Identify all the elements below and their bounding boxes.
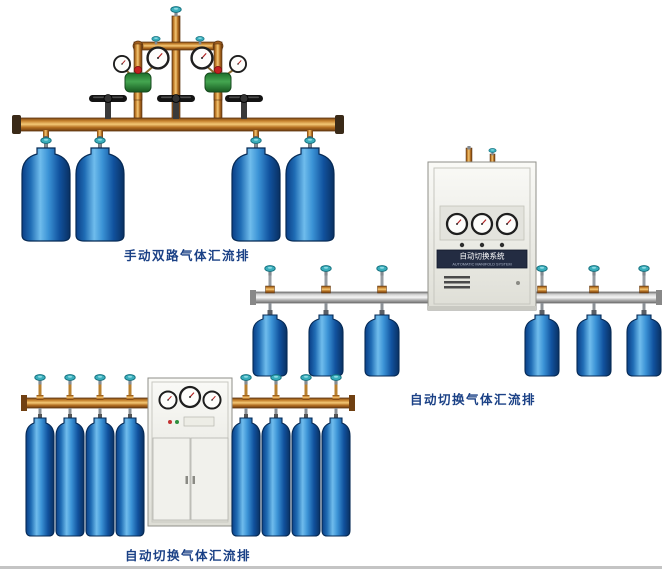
manual-dual-manifold-illustration (12, 6, 344, 242)
product-caption: 自动切换气体汇流排 (409, 393, 536, 407)
cylinder-station (25, 408, 55, 537)
pressure-gauge (470, 212, 494, 236)
gas-cylinder (576, 314, 612, 377)
pressure-gauge (112, 54, 132, 74)
cabinet-label-plate (183, 416, 215, 427)
product-figure-manual-dual: 手动双路气体汇流排 (10, 6, 346, 264)
gas-cylinder (231, 417, 261, 537)
gas-cylinder (321, 417, 351, 537)
cylinder-station (261, 408, 291, 537)
regulator-right (204, 65, 232, 101)
cylinder-station (21, 130, 71, 242)
cylinder-station (85, 408, 115, 537)
station-valve-stems (34, 374, 342, 400)
cylinder-station (291, 408, 321, 537)
handwheel-valve (156, 94, 196, 120)
gas-cylinder (291, 417, 321, 537)
pressure-gauge (445, 212, 469, 236)
product-figure-auto-switch-right: 自动切换系统 AUTOMATIC MANIFOLD SYSTEM 自动切换气体汇… (250, 146, 662, 408)
pressure-gauge (228, 54, 248, 74)
gas-cylinder (524, 314, 560, 377)
cylinder-station (308, 285, 344, 377)
cabinet-door-right (190, 437, 229, 521)
cylinder-station (231, 130, 281, 242)
cylinder-station (252, 285, 288, 377)
product-caption: 手动双路气体汇流排 (123, 249, 250, 263)
cylinder-station (364, 285, 400, 377)
gas-cylinder (25, 417, 55, 537)
gas-cylinder (21, 147, 71, 242)
manifold-header-pipe (12, 94, 344, 134)
pressure-gauge (495, 212, 519, 236)
pressure-gauge (202, 390, 222, 410)
gas-cylinder (115, 417, 145, 537)
gas-cylinder (261, 417, 291, 537)
cylinder-station (321, 408, 351, 537)
cabinet-sublabel: AUTOMATIC MANIFOLD SYSTEM (452, 263, 511, 267)
cylinder-valve-knob (94, 137, 106, 148)
cylinder-station (231, 408, 261, 537)
station-valve-stems (264, 265, 650, 294)
cylinder-station (285, 130, 335, 242)
pressure-regulators (112, 46, 248, 101)
cylinder-station (115, 408, 145, 537)
cylinder-station (576, 285, 612, 377)
cabinet-door-left (152, 437, 191, 521)
cylinder-station (626, 285, 662, 377)
control-cabinet (147, 377, 233, 527)
gas-cylinder (364, 314, 400, 377)
cylinder-station (75, 130, 125, 242)
gas-cylinder (55, 417, 85, 537)
gas-cylinder (308, 314, 344, 377)
cabinet-label: 自动切换系统 (460, 251, 505, 261)
product-figure-auto-switch-bottom: 自动切换气体汇流排 (20, 372, 356, 564)
bottom-divider (0, 566, 662, 569)
handwheel-valve (88, 94, 128, 120)
auto-switch-manifold-bottom-illustration (21, 374, 355, 537)
cabinet-lock (516, 281, 520, 285)
cylinder-valve-knob (40, 137, 52, 148)
cylinder-station (524, 285, 560, 377)
pressure-gauge (190, 46, 214, 70)
control-cabinet: 自动切换系统 AUTOMATIC MANIFOLD SYSTEM (427, 146, 537, 311)
cylinder-station (55, 408, 85, 537)
gas-cylinder (75, 147, 125, 242)
auto-switch-manifold-illustration: 自动切换系统 AUTOMATIC MANIFOLD SYSTEM (250, 146, 662, 377)
handwheel-valve (224, 94, 264, 120)
pressure-gauge (178, 385, 202, 409)
gas-cylinder (85, 417, 115, 537)
pressure-gauge (146, 46, 170, 70)
product-caption: 自动切换气体汇流排 (124, 549, 251, 563)
gas-cylinder (252, 314, 288, 377)
cabinet-nameplate (436, 249, 528, 269)
pressure-gauge (158, 390, 178, 410)
gas-cylinder (626, 314, 662, 377)
